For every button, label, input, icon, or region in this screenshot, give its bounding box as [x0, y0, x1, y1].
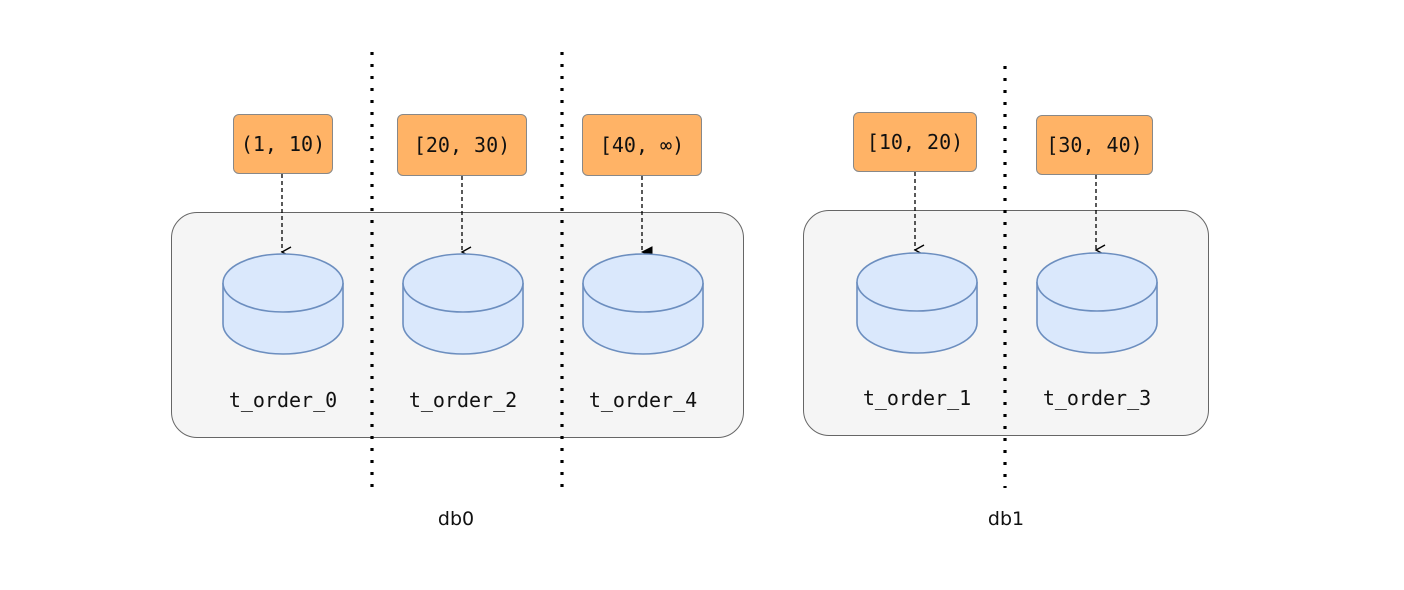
range-box-t-order-0: (1, 10) — [233, 114, 333, 174]
table-cylinder-icon — [856, 252, 978, 354]
table-cylinder-icon — [402, 253, 524, 355]
table-cylinder-icon — [222, 253, 344, 355]
table-cylinder-icon — [582, 253, 704, 355]
db-label-db0: db0 — [437, 508, 475, 530]
range-box-t-order-3: [30, 40) — [1036, 115, 1153, 175]
table-label-t-order-3: t_order_3 — [1042, 386, 1152, 410]
table-label-t-order-4: t_order_4 — [588, 388, 698, 412]
db-label-db1: db1 — [987, 508, 1025, 530]
table-label-t-order-1: t_order_1 — [862, 386, 972, 410]
table-cylinder-icon — [1036, 252, 1158, 354]
range-box-t-order-4: [40, ∞) — [582, 114, 702, 176]
range-box-t-order-2: [20, 30) — [397, 114, 527, 176]
range-box-t-order-1: [10, 20) — [853, 112, 977, 172]
table-label-t-order-2: t_order_2 — [408, 388, 518, 412]
table-label-t-order-0: t_order_0 — [228, 388, 338, 412]
